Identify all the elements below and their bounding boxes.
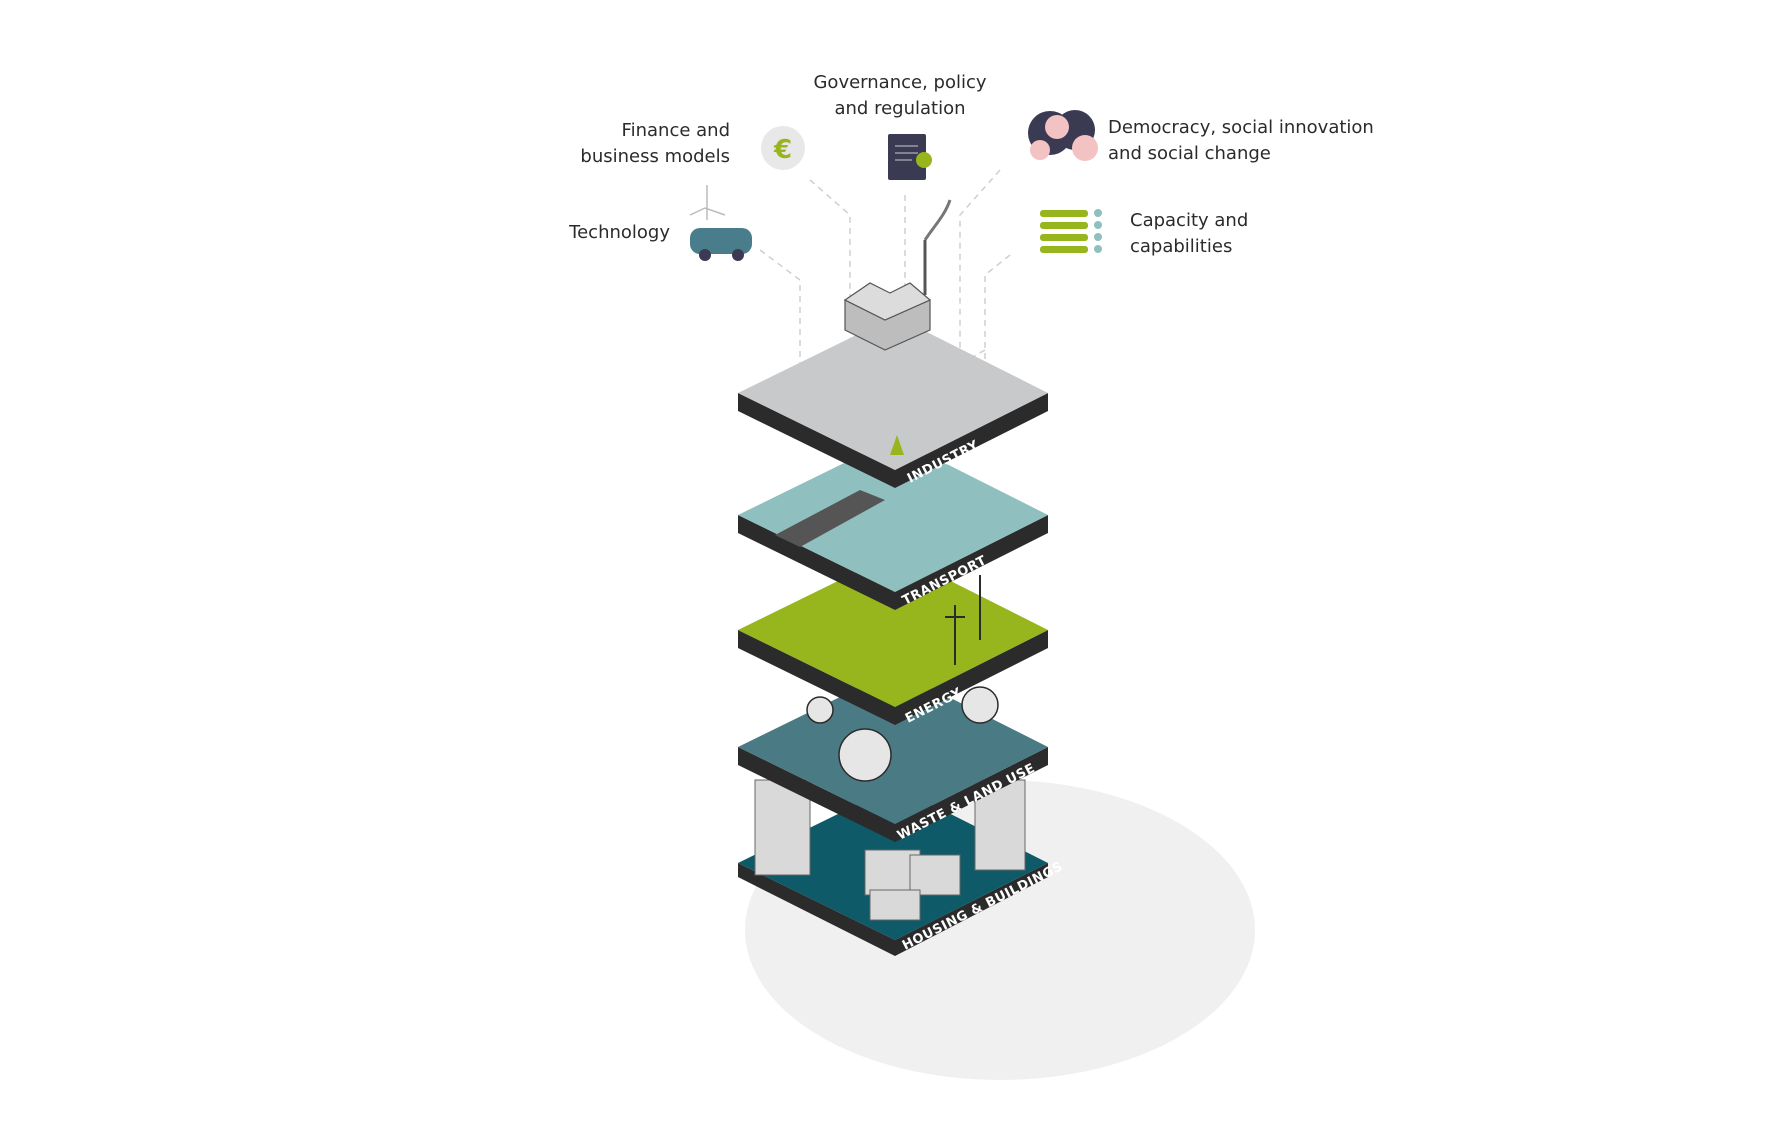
power-poles bbox=[945, 575, 981, 665]
layer-surface bbox=[738, 316, 1048, 470]
layer-surface bbox=[738, 553, 1048, 707]
document-check-icon bbox=[888, 134, 932, 180]
label-governance: Governance, policy and regulation bbox=[813, 72, 987, 119]
factory bbox=[843, 199, 952, 351]
label-capacity: Capacity and capabilities bbox=[1130, 210, 1249, 257]
label-finance: Finance and business models bbox=[580, 120, 730, 167]
people-group-icon bbox=[1028, 110, 1098, 161]
label-democracy: Democracy, social innovation and social … bbox=[1108, 117, 1374, 164]
trees bbox=[806, 686, 999, 782]
svg-text:€: € bbox=[773, 135, 792, 165]
label-technology: Technology bbox=[569, 222, 670, 243]
car-icon bbox=[689, 185, 752, 261]
layer-surface bbox=[738, 438, 1048, 592]
layer-transport: TRANSPORT bbox=[738, 438, 1048, 610]
cone bbox=[890, 435, 904, 455]
road bbox=[775, 490, 885, 547]
progress-list-icon bbox=[1040, 209, 1102, 253]
euro-coin-icon: € bbox=[761, 126, 805, 170]
